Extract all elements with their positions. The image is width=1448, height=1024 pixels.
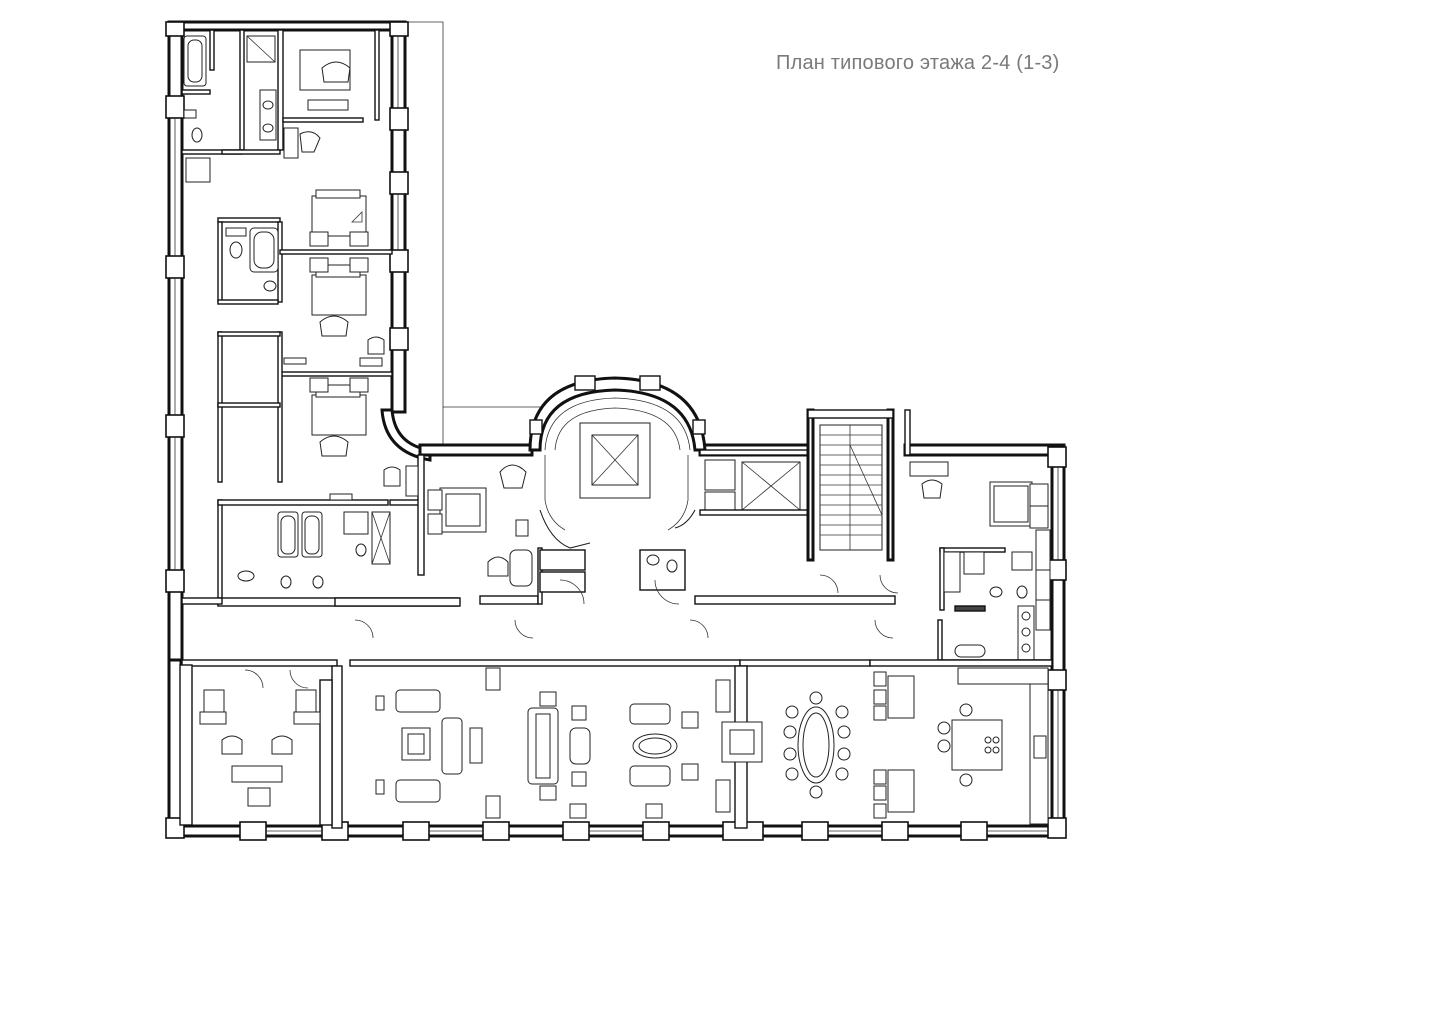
south-rooms-partitions: [179, 664, 763, 829]
living-furniture: [375, 667, 731, 819]
kitchen-furniture: [937, 667, 1049, 825]
plan-title: План типового этажа 2-4 (1-3): [776, 52, 1060, 74]
bathroom-fixtures: [183, 35, 391, 589]
dining-furniture: [783, 671, 915, 819]
site-boundary: [405, 21, 548, 450]
hall-furniture: [427, 464, 533, 587]
west-wing-furniture: [185, 49, 419, 501]
lift-core: [699, 408, 895, 562]
corridor: [181, 547, 1053, 689]
windows: [174, 36, 1059, 832]
study-furniture: [199, 689, 321, 807]
stair-hall: [528, 375, 707, 549]
